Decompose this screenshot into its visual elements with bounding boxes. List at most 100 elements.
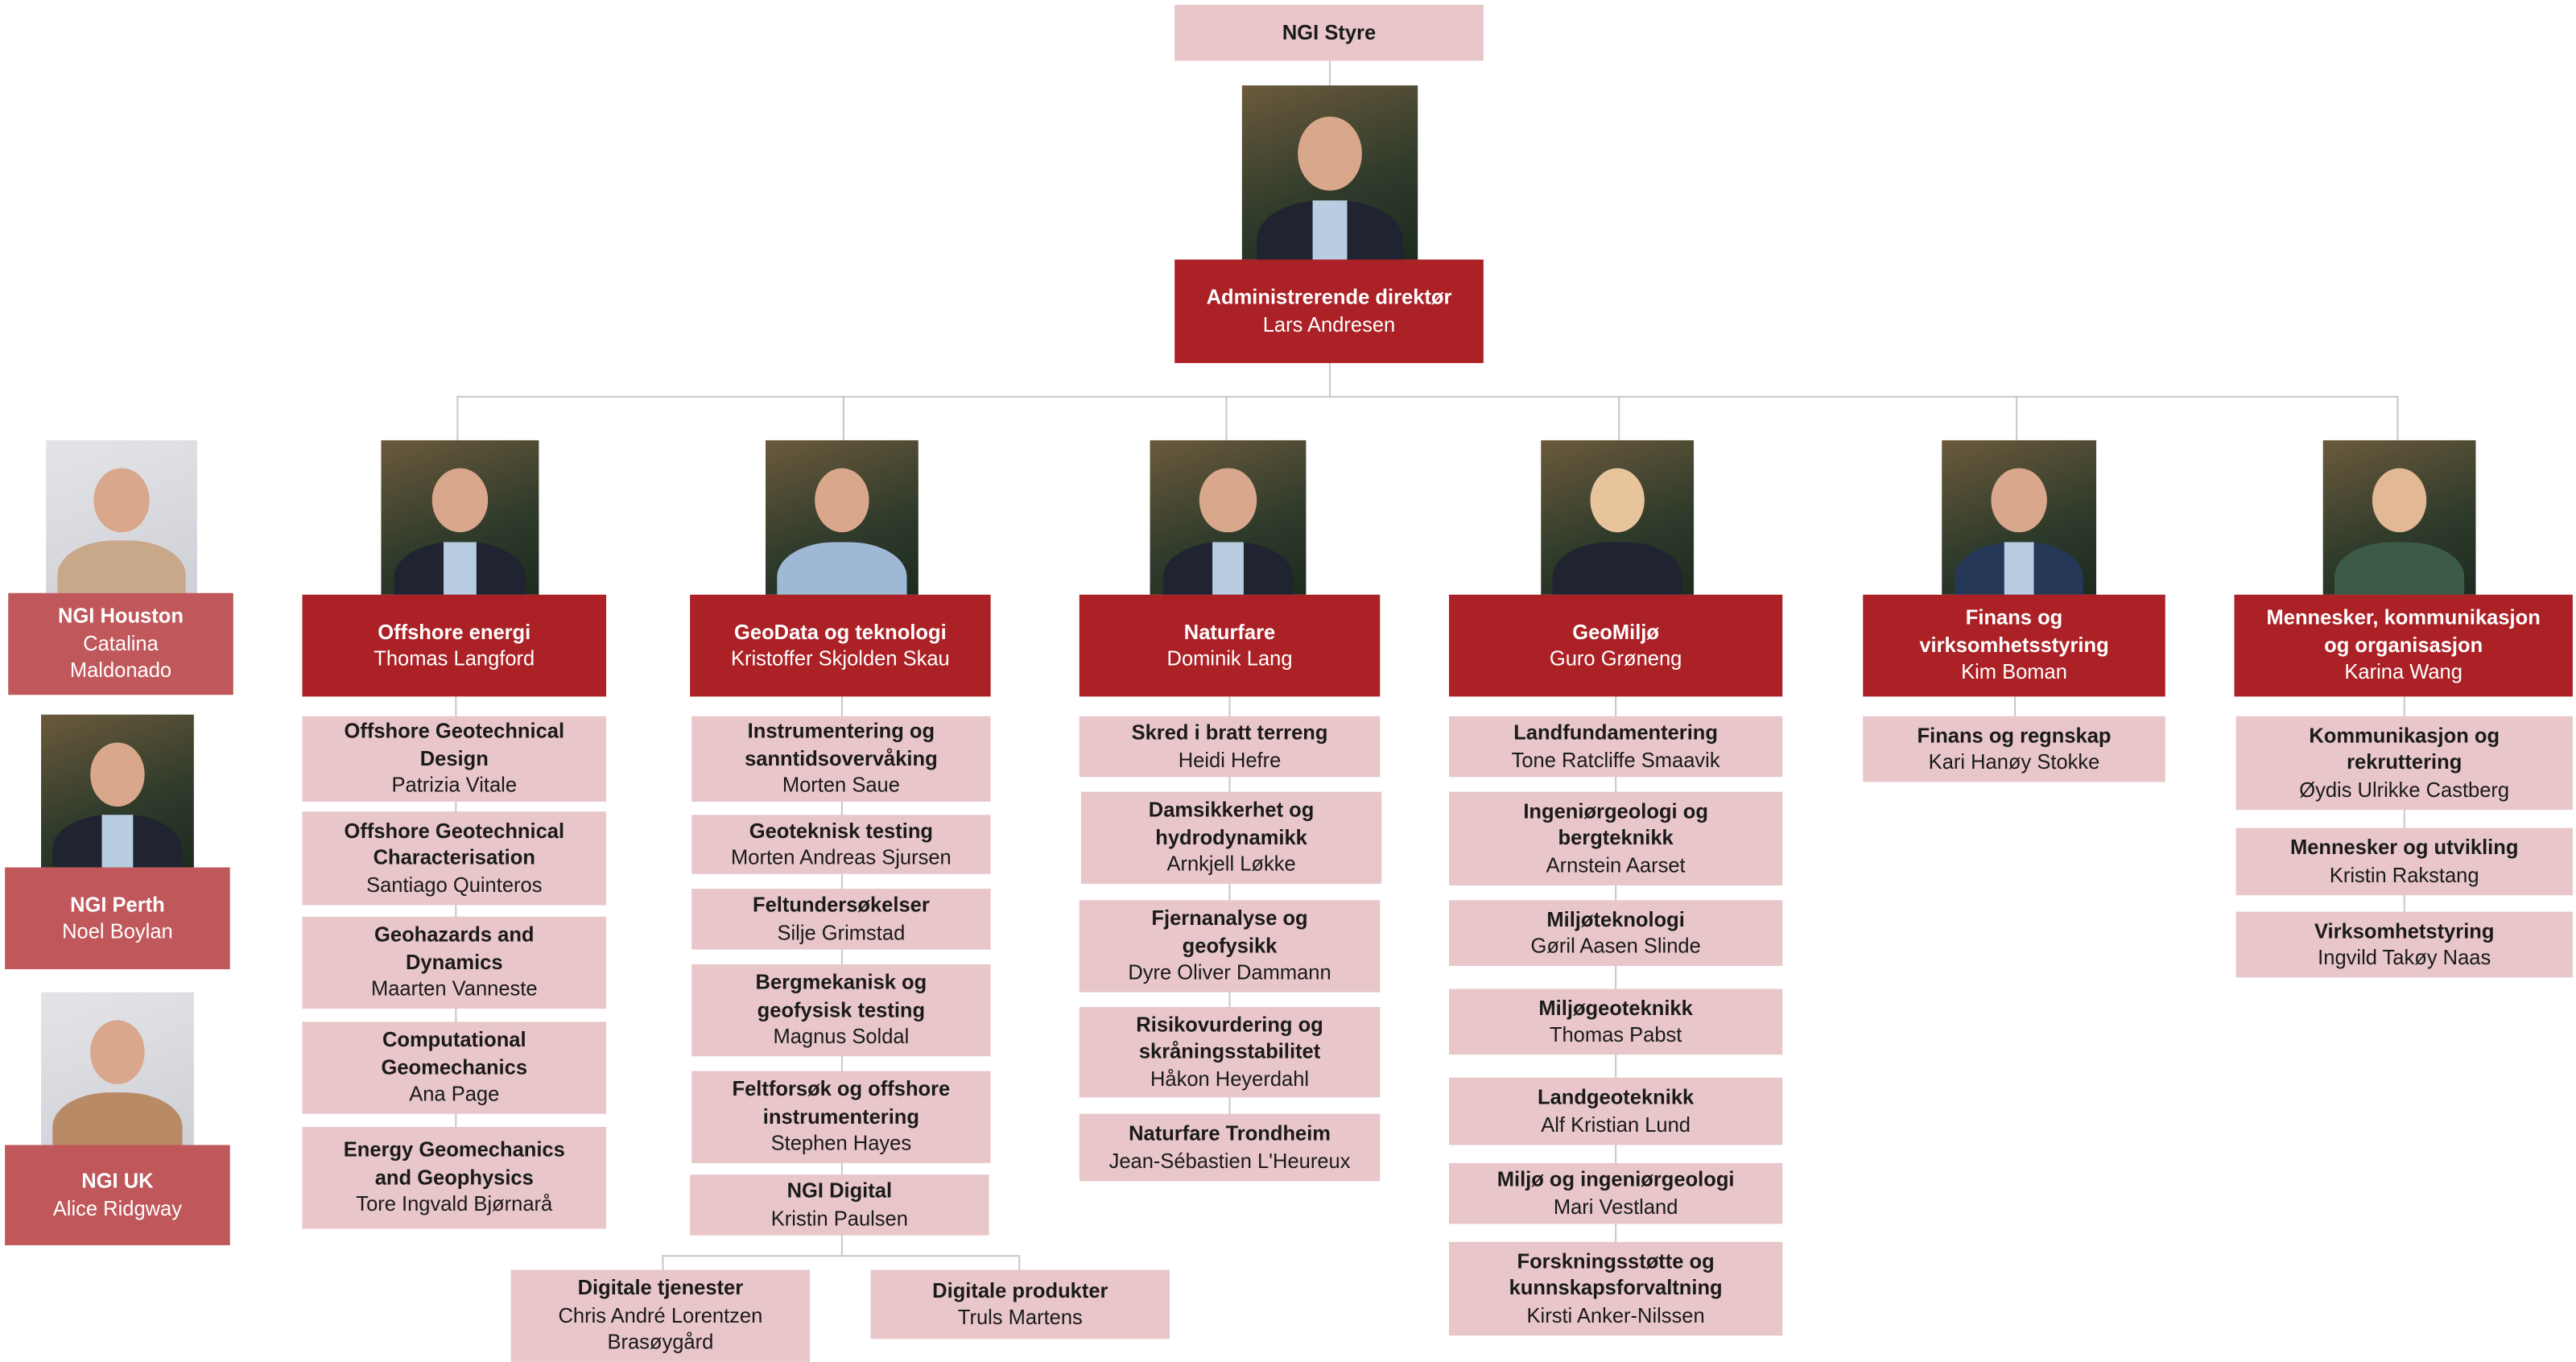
division-head-mennesker: Mennesker, kommunikasjon og organisasjon…	[2234, 594, 2573, 697]
unit-title: Digitale tjenester	[577, 1277, 744, 1300]
unit-title: Ingeniørgeologi og bergteknikk	[1523, 799, 1708, 850]
unit-title: Naturfare Trondheim	[1129, 1121, 1331, 1145]
unit-leader: Mari Vestland	[1553, 1195, 1678, 1219]
intl-name: Alice Ridgway	[52, 1196, 183, 1220]
unit-leader: Kristin Paulsen	[770, 1206, 908, 1230]
unit-leader: Tore Ingvald Bjørnarå	[356, 1193, 553, 1216]
division-photo	[1942, 440, 2097, 595]
intl-title: NGI Houston	[58, 605, 184, 629]
unit-title: Offshore Geotechnical Characterisation	[344, 819, 565, 870]
ceo-photo	[1241, 85, 1418, 260]
unit-title: Bergmekanisk og geofysisk testing	[755, 971, 927, 1022]
unit-title: Kommunikasjon og rekruttering	[2309, 724, 2500, 774]
unit-leader: Øydis Ulrikke Castberg	[2299, 778, 2510, 802]
division-leader: Kim Boman	[1961, 660, 2067, 684]
unit-leader: Thomas Pabst	[1549, 1023, 1682, 1046]
division-leader: Thomas Langford	[374, 647, 535, 671]
unit-title: Finans og regnskap	[1917, 723, 2112, 747]
intl-box-uk: NGI UK Alice Ridgway	[5, 1145, 230, 1245]
unit-leader: Morten Saue	[782, 774, 900, 798]
unit-leader: Truls Martens	[957, 1306, 1083, 1330]
connector	[1615, 696, 1617, 1256]
unit-title: Feltundersøkelser	[753, 894, 930, 917]
unit-title: Miljø og ingeniørgeologi	[1496, 1168, 1735, 1191]
intl-title: NGI UK	[81, 1170, 154, 1193]
unit-leader: Magnus Soldal	[773, 1025, 910, 1049]
unit-title: Energy Geomechanics and Geophysics	[343, 1138, 565, 1190]
unit-title: Landfundamentering	[1513, 720, 1718, 745]
unit-leader: Kirsti Anker-Nilssen	[1526, 1303, 1705, 1327]
connector	[456, 395, 459, 446]
unit-leader: Kari Hanøy Stokke	[1928, 750, 2100, 774]
intl-name: Catalina Maldonado	[69, 632, 172, 683]
unit-leader: Alf Kristian Lund	[1541, 1112, 1691, 1137]
unit-leader: Gøril Aasen Slinde	[1530, 935, 1701, 958]
connector	[662, 1255, 1019, 1257]
unit-leader: Chris André Lorentzen Brasøygård	[558, 1303, 763, 1355]
unit-title: Geoteknisk testing	[749, 819, 934, 842]
uk-photo	[41, 992, 194, 1145]
unit-leader: Maarten Vanneste	[370, 977, 538, 1001]
unit-leader: Silje Grimstad	[777, 920, 906, 944]
unit-leader: Arnstein Aarset	[1546, 853, 1686, 877]
unit-title: Mennesker og utvikling	[2289, 836, 2519, 860]
unit-leader: Santiago Quinteros	[366, 873, 543, 897]
connector	[456, 395, 2397, 398]
connector	[2403, 696, 2405, 927]
unit-leader: Jean-Sébastien L'Heureux	[1108, 1149, 1351, 1173]
unit-title: Instrumentering og sanntidsovervåking	[745, 720, 938, 770]
connector	[2396, 395, 2399, 446]
unit-title: Miljøgeoteknikk	[1538, 996, 1693, 1020]
division-title: Naturfare	[1183, 620, 1276, 643]
unit-title: Risikovurdering og skråningsstabilitet	[1136, 1013, 1323, 1063]
unit-title: Geohazards and Dynamics	[374, 923, 535, 974]
unit-title: Landgeoteknikk	[1537, 1085, 1695, 1109]
division-title: Mennesker, kommunikasjon og organisasjon	[2266, 606, 2541, 657]
unit-title: Miljøteknologi	[1546, 907, 1685, 931]
unit-title: Virksomhetstyring	[2314, 918, 2495, 943]
unit-leader: Ingvild Takøy Naas	[2318, 946, 2491, 970]
unit-title: Digitale produkter	[932, 1278, 1108, 1302]
connector	[2014, 696, 2017, 720]
ceo-title: Administrerende direktør	[1206, 286, 1452, 309]
connector	[2016, 395, 2018, 446]
connector	[662, 1255, 664, 1272]
division-photo	[1541, 440, 1695, 595]
unit-leader: Kristin Rakstang	[2329, 863, 2479, 887]
perth-photo	[41, 714, 194, 868]
unit-leader: Heidi Hefre	[1178, 748, 1282, 772]
houston-photo	[46, 440, 197, 593]
unit-title: Offshore Geotechnical Design	[344, 720, 565, 770]
connector	[842, 395, 844, 446]
division-leader: Kristoffer Skjolden Skau	[730, 647, 950, 671]
